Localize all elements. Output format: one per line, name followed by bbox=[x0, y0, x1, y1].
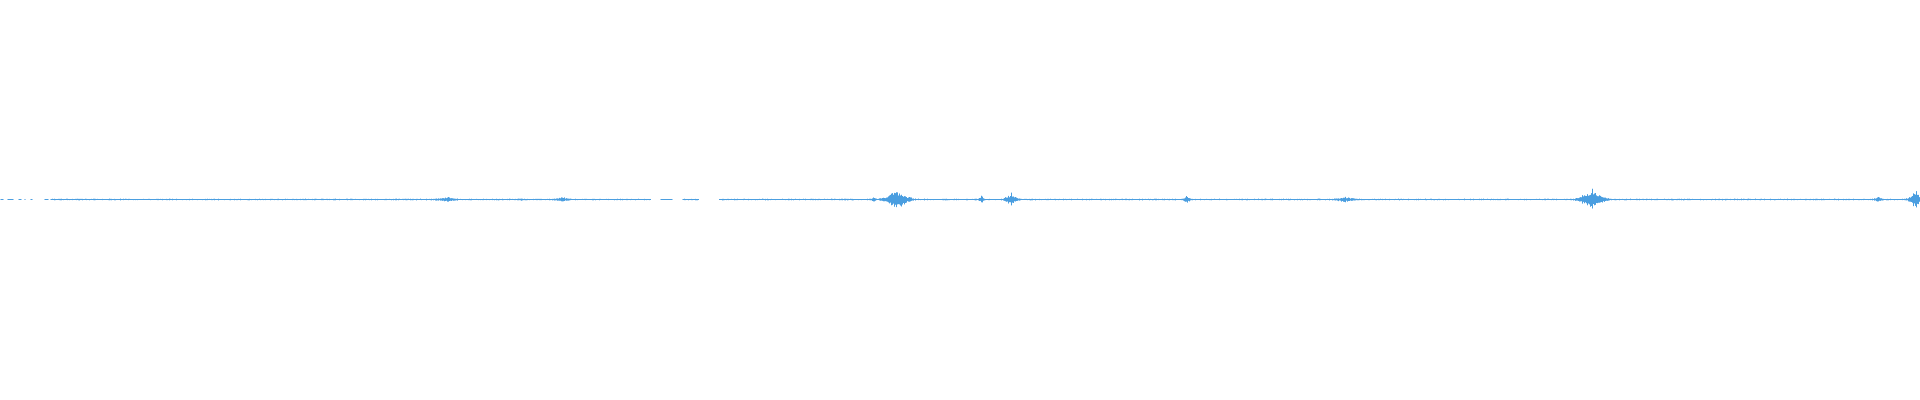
waveform-sample-dot bbox=[46, 199, 49, 200]
waveform-signal bbox=[52, 188, 1920, 209]
waveform-sample-dot bbox=[660, 199, 664, 200]
waveform-sparse-samples bbox=[0, 199, 686, 200]
waveform-sample-dot bbox=[0, 199, 4, 200]
waveform-sample-dot bbox=[44, 199, 48, 200]
waveform-sample-dot bbox=[12, 199, 14, 200]
waveform-sample-dot bbox=[667, 199, 671, 200]
waveform-sample-dot bbox=[662, 199, 666, 200]
waveform-sample-dot bbox=[665, 199, 669, 200]
waveform-sample-dot bbox=[682, 199, 686, 200]
waveform-sample-dot bbox=[10, 199, 14, 200]
waveform-sample-dot bbox=[670, 199, 673, 200]
waveform-sample-dot bbox=[18, 199, 22, 200]
waveform-sample-dot bbox=[24, 199, 26, 200]
waveform-sample-dot bbox=[30, 199, 33, 200]
waveform-sample-dot bbox=[51, 199, 54, 200]
waveform-sample-dot bbox=[7, 199, 10, 200]
